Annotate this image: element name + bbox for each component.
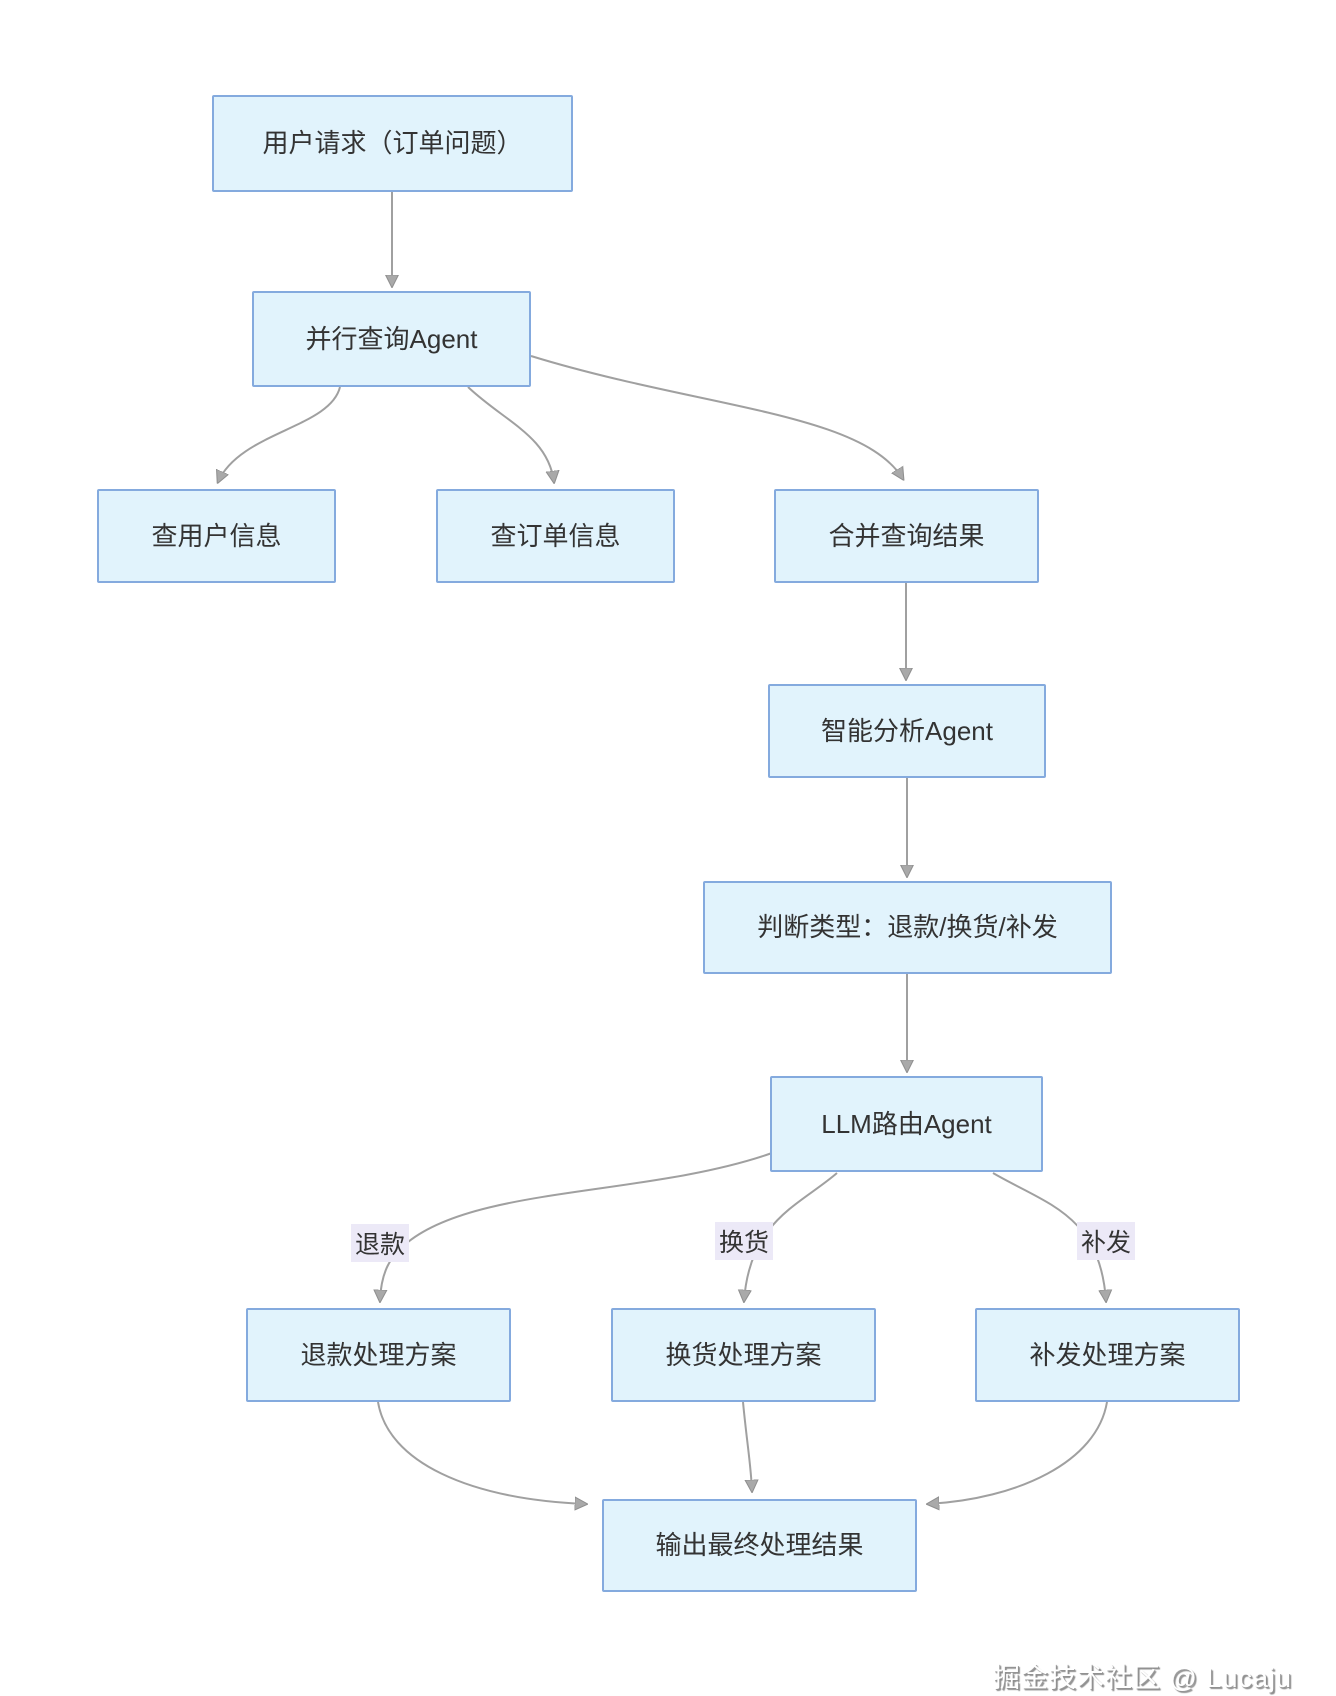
edge-label-reissue: 补发	[1076, 1222, 1136, 1260]
node-exchange-plan-label: 换货处理方案	[665, 1339, 822, 1370]
node-parallel-query-agent-label: 并行查询Agent	[305, 323, 478, 354]
node-refund-plan: 退款处理方案	[246, 1308, 511, 1402]
edge-parallel-agent-to-merge-results	[530, 355, 903, 479]
node-query-order-info: 查订单信息	[436, 489, 675, 583]
node-parallel-query-agent: 并行查询Agent	[252, 291, 531, 387]
edge-reissue-plan-to-output	[928, 1401, 1108, 1504]
node-user-request-label: 用户请求（订单问题）	[262, 128, 523, 159]
edge-label-exchange: 换货	[714, 1222, 774, 1260]
node-analysis-agent: 智能分析Agent	[768, 684, 1046, 778]
node-output-result-label: 输出最终处理结果	[655, 1530, 864, 1561]
edge-llm-router-to-exchange-plan	[744, 1172, 838, 1301]
node-llm-router-agent-label: LLM路由Agent	[821, 1108, 992, 1139]
node-user-request: 用户请求（订单问题）	[212, 95, 573, 192]
node-reissue-plan-label: 补发处理方案	[1029, 1339, 1186, 1370]
edge-llm-router-to-reissue-plan	[992, 1172, 1106, 1301]
node-query-user-info: 查用户信息	[97, 489, 336, 583]
node-reissue-plan: 补发处理方案	[975, 1308, 1240, 1402]
edge-llm-router-to-refund-plan	[380, 1152, 773, 1301]
node-llm-router-agent: LLM路由Agent	[770, 1076, 1043, 1172]
edge-parallel-agent-to-query-order	[467, 386, 554, 482]
node-exchange-plan: 换货处理方案	[611, 1308, 876, 1402]
watermark: 掘金技术社区 @ Lucaju	[993, 1663, 1292, 1693]
node-output-result: 输出最终处理结果	[602, 1499, 917, 1592]
node-judge-type-label: 判断类型：退款/换货/补发	[757, 912, 1058, 943]
node-merge-results-label: 合并查询结果	[828, 520, 985, 551]
node-query-user-info-label: 查用户信息	[151, 520, 282, 551]
node-refund-plan-label: 退款处理方案	[300, 1339, 457, 1370]
node-merge-results: 合并查询结果	[774, 489, 1039, 583]
edge-refund-plan-to-output	[377, 1401, 586, 1504]
edge-exchange-plan-to-output	[742, 1401, 752, 1491]
node-query-order-info-label: 查订单信息	[490, 520, 621, 551]
node-analysis-agent-label: 智能分析Agent	[821, 715, 993, 746]
edge-label-refund: 退款	[350, 1224, 410, 1262]
edge-parallel-agent-to-query-user	[218, 386, 341, 482]
node-judge-type: 判断类型：退款/换货/补发	[703, 881, 1112, 974]
